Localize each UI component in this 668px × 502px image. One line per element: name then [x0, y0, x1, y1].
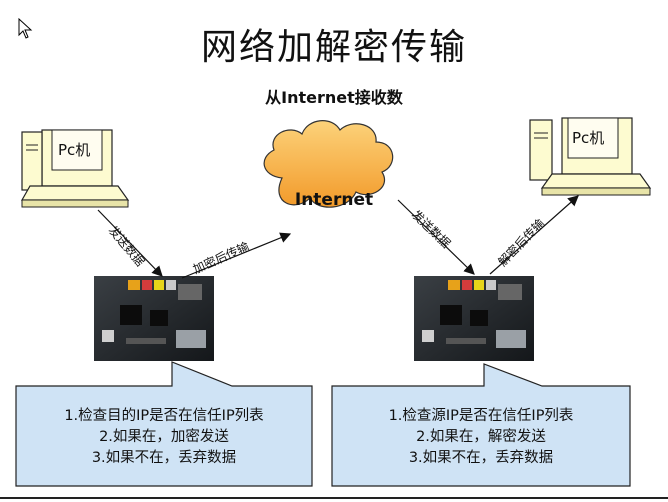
left-hardware-board-image	[94, 276, 214, 361]
left-callout-line: 1.检查目的IP是否在信任IP列表	[64, 408, 264, 424]
right-pc-label: Pc机	[572, 129, 605, 147]
right-pc-icon	[529, 117, 652, 196]
right-callout-line: 2.如果在，解密发送	[416, 429, 546, 445]
internet-cloud-icon	[263, 120, 394, 208]
internet-label: Internet	[294, 190, 374, 210]
right-callout-shape	[331, 363, 631, 487]
slide-bottom-border	[0, 497, 668, 499]
diagram-subtitle: 从Internet接收数	[265, 88, 403, 107]
arrow-left-board-to-cloud	[181, 232, 292, 279]
left-pc-label: Pc机	[58, 141, 91, 159]
right-callout-text: 1.检查源IP是否在信任IP列表 2.如果在，解密发送 3.如果不在，丢弃数据	[332, 406, 630, 469]
left-callout-line: 2.如果在，加密发送	[99, 429, 229, 445]
left-callout-shape	[15, 361, 313, 487]
right-hardware-board-image	[414, 276, 534, 361]
page-title: 网络加解密传输	[200, 27, 467, 68]
arrow-cloud-to-right-board	[397, 199, 475, 275]
right-callout-line: 3.如果不在，丢弃数据	[408, 450, 554, 466]
right-callout-line: 1.检查源IP是否在信任IP列表	[388, 408, 574, 424]
left-callout-text: 1.检查目的IP是否在信任IP列表 2.如果在，加密发送 3.如果不在，丢弃数据	[16, 406, 312, 469]
left-callout-line: 3.如果不在，丢弃数据	[91, 450, 237, 466]
mouse-cursor-icon	[18, 18, 33, 39]
left-pc-icon	[20, 129, 130, 208]
arrow-right-board-to-pc	[489, 195, 579, 275]
arrow-left-pc-to-board	[97, 209, 163, 277]
